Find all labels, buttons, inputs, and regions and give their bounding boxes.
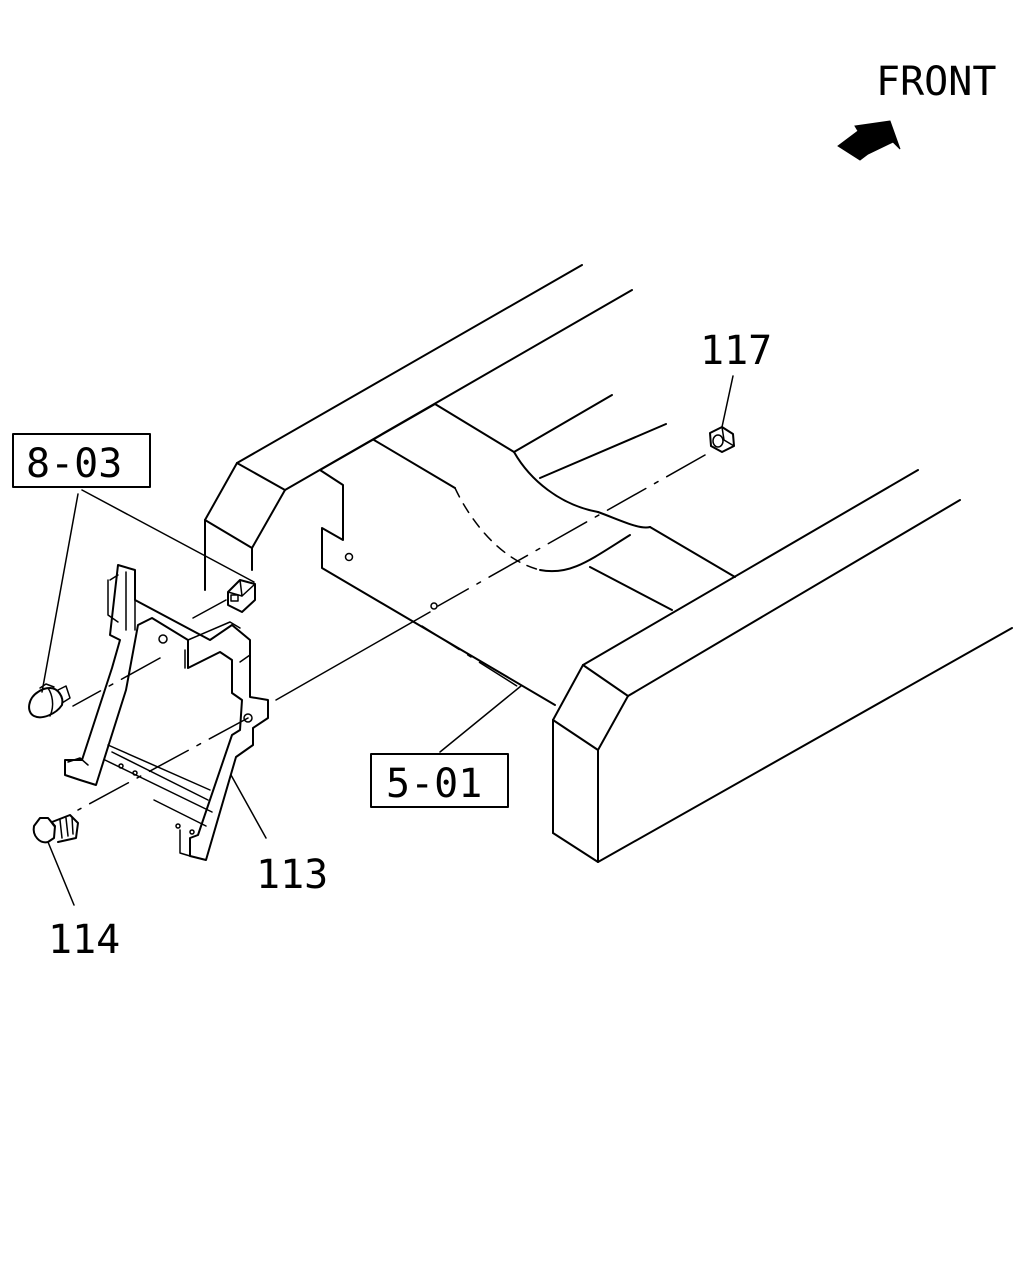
callout-leaders [41,375,734,906]
callout-5-01: 5-01 [370,753,509,808]
part-114-bolt [32,814,79,844]
front-label: FRONT [876,59,996,105]
part-number-117: 117 [700,328,772,374]
cross-member [319,394,736,706]
callout-8-03-label: 8-03 [26,441,122,487]
lamp-8-03 [28,683,71,719]
frame-rail-right [552,469,1013,863]
callout-8-03: 8-03 [12,433,151,488]
part-number-113: 113 [256,852,328,898]
front-arrow-icon [837,120,901,161]
part-117-nut [709,426,735,453]
callout-5-01-label: 5-01 [386,761,482,807]
connector-8-03 [192,579,256,619]
frame-rail-left [204,264,633,591]
assembly-lines [72,454,706,811]
part-113-bracket [64,564,269,861]
part-number-114: 114 [48,917,120,963]
